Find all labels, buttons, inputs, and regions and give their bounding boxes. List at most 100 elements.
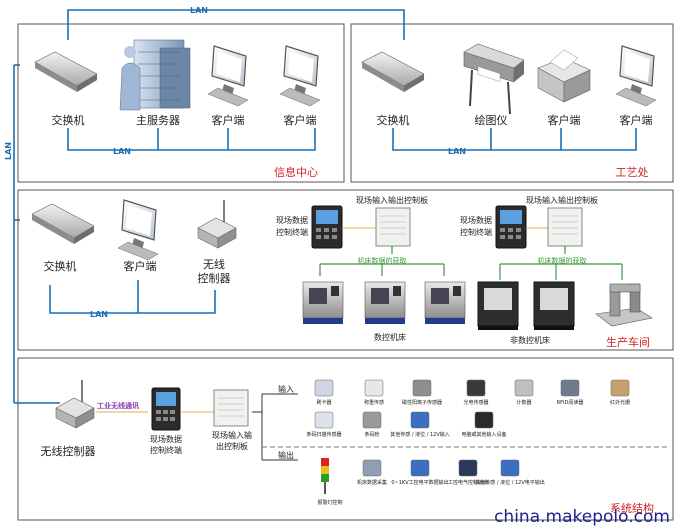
switch-icon xyxy=(31,203,95,244)
input-label: 输入 xyxy=(278,384,294,394)
device-icon xyxy=(314,379,334,397)
control-terminal-icon xyxy=(151,387,181,431)
switch-icon xyxy=(34,51,98,92)
control-terminal-icon xyxy=(495,205,527,249)
info-client1-label: 客户端 xyxy=(212,113,245,127)
terminal-label-a2: 控制终端 xyxy=(276,227,308,237)
gantry-mill-icon xyxy=(595,283,653,327)
io-board-icon xyxy=(375,207,411,247)
workshop-wireless-label-2: 控制器 xyxy=(198,271,231,285)
device-item: 磁性阳离子传感器 xyxy=(402,379,442,406)
device-item: RFID阅读器 xyxy=(557,379,583,406)
system-io-label-2: 出控制板 xyxy=(216,441,248,451)
io-board-icon xyxy=(547,207,583,247)
system-terminal-label-1: 现场数据 xyxy=(150,434,182,444)
machine-data-label-a: 机床数据的获取 xyxy=(358,256,407,265)
terminal-label-b1: 现场数据 xyxy=(460,215,492,225)
lan-label-workshop: LAN xyxy=(90,310,108,319)
device-label: 电脑或其他输入设备 xyxy=(461,431,506,438)
client-computer-icon xyxy=(207,45,249,107)
terminal-label-a1: 现场数据 xyxy=(276,215,308,225)
io-board-label-a: 现场输入输出控制板 xyxy=(356,195,428,205)
device-icon xyxy=(412,379,432,397)
workshop-switch-label: 交换机 xyxy=(44,259,77,273)
device-item: 0~1KV工控电平数据输出 xyxy=(391,459,449,486)
device-label: 机床数据采集 xyxy=(357,479,387,486)
device-label: 条码扫描传感器 xyxy=(306,431,341,438)
device-label: 工控电气控制输出 xyxy=(448,479,488,486)
info-center-title: 信息中心 xyxy=(274,165,318,179)
printer-icon xyxy=(537,49,591,103)
device-item: 条码扫描传感器 xyxy=(306,411,342,438)
device-icon xyxy=(474,411,494,429)
device-icon xyxy=(314,411,334,429)
device-item: 条码枪 xyxy=(362,411,382,438)
cnc-machine-icon xyxy=(302,281,344,324)
workshop-frame xyxy=(17,189,674,351)
machine-data-links-a xyxy=(319,246,445,276)
info-server-label: 主服务器 xyxy=(136,114,180,127)
device-label: 其他传感 / 液位 / 12V电平输出 xyxy=(475,479,545,486)
lan-label-process: LAN xyxy=(448,147,466,156)
machine-data-links-b xyxy=(499,246,623,280)
signal-tower-icon xyxy=(321,458,329,494)
device-icon xyxy=(560,379,580,397)
noncnc-label: 非数控机床 xyxy=(510,335,550,345)
input-devices-row-2: 条码扫描传感器 条码枪 其他传感 / 液位 / 12V输入电脑或其他输入设备 xyxy=(306,411,507,438)
process-switch-label: 交换机 xyxy=(377,113,410,127)
process-dept-frame xyxy=(350,23,674,183)
device-icon xyxy=(364,379,384,397)
device-item: 刷卡器 xyxy=(314,379,334,406)
device-icon xyxy=(410,459,430,477)
device-label: 红外光栅 xyxy=(610,399,630,406)
process-dept-title: 工艺处 xyxy=(616,166,649,179)
info-center-frame xyxy=(17,23,345,183)
machine-data-label-b: 机床数据的获取 xyxy=(538,256,587,265)
device-item: 机床数据采集 xyxy=(357,459,387,486)
io-board-label-b: 现场输入输出控制板 xyxy=(526,195,598,205)
info-switch-label: 交换机 xyxy=(52,113,85,127)
device-icon xyxy=(500,459,520,477)
device-item: 红外光栅 xyxy=(610,379,630,406)
device-item: 电脑或其他输入设备 xyxy=(461,411,507,438)
machining-center-icon xyxy=(533,281,575,330)
device-item: 光电传感器 xyxy=(463,379,489,406)
device-icon xyxy=(458,459,478,477)
device-item: 其他传感 / 液位 / 12V电平输出 xyxy=(475,459,545,486)
output-label: 输出 xyxy=(278,450,294,460)
process-client2-label: 客户端 xyxy=(620,113,653,127)
input-devices-row-1: 刷卡器 称重传感 磁性阳离子传感器 光电传感器 计数器 RFID阅读器红外光栅 xyxy=(314,379,630,406)
device-label: 刷卡器 xyxy=(316,399,331,406)
cnc-label: 数控机床 xyxy=(374,332,406,342)
device-label: 磁性阳离子传感器 xyxy=(402,399,442,406)
device-icon xyxy=(610,379,630,397)
device-item: 称重传感 xyxy=(364,379,384,406)
device-item: 其他传感 / 液位 / 12V输入 xyxy=(390,411,450,438)
device-label: 计数器 xyxy=(516,399,531,406)
process-client1-label: 客户端 xyxy=(548,113,581,127)
lan-backbone xyxy=(13,9,637,404)
cnc-machine-icon xyxy=(424,281,466,324)
terminal-label-b2: 控制终端 xyxy=(460,227,492,237)
system-title: 系统结构 xyxy=(610,501,654,515)
control-terminal-icon xyxy=(311,205,343,249)
device-icon xyxy=(362,411,382,429)
plotter-icon xyxy=(463,43,525,115)
client-computer-icon xyxy=(615,45,657,107)
device-label: 光电传感器 xyxy=(463,399,488,406)
wireless-controller-icon xyxy=(55,380,95,429)
device-item: 计数器 xyxy=(514,379,534,406)
device-label: 称重传感 xyxy=(364,399,384,406)
lan-label-top: LAN xyxy=(190,6,208,15)
machining-center-icon xyxy=(477,281,519,330)
device-icon xyxy=(466,379,486,397)
system-frame xyxy=(17,357,674,521)
cnc-machine-icon xyxy=(364,281,406,324)
device-label: 条码枪 xyxy=(364,431,379,438)
device-icon xyxy=(410,411,430,429)
info-client2-label: 客户端 xyxy=(284,113,317,127)
workshop-wireless-label-1: 无线 xyxy=(203,257,225,271)
workshop-client-label: 客户端 xyxy=(124,259,157,273)
